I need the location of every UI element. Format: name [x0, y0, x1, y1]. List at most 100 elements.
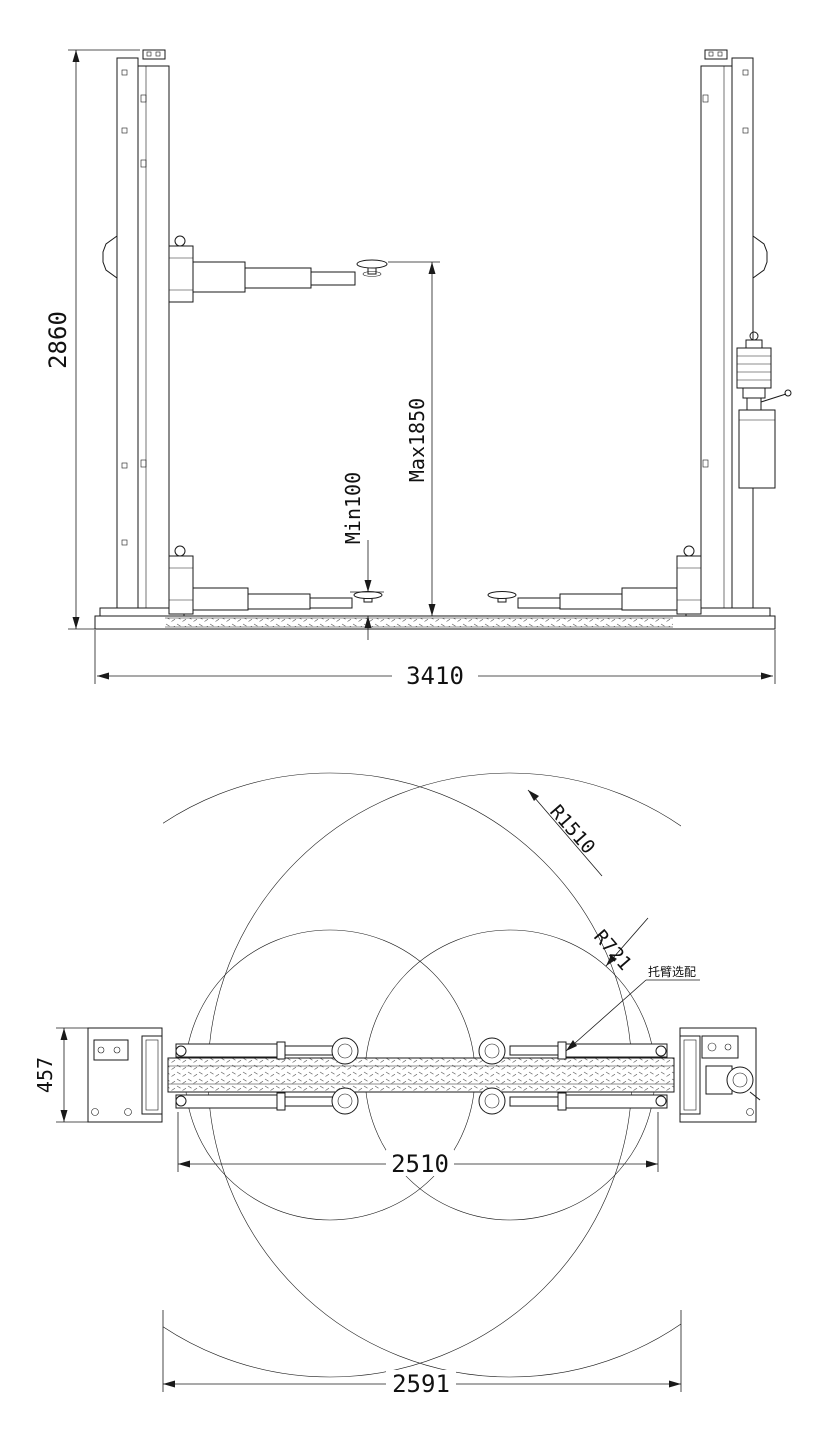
pad-base [362, 271, 382, 277]
power-unit [736, 331, 792, 489]
arrowhead [163, 1380, 175, 1388]
post-slot [742, 127, 749, 134]
plan-arm-bottom-right-ext [509, 1096, 563, 1107]
right-lift-pad [487, 591, 517, 599]
plan-arm-bottom-right [561, 1094, 668, 1109]
carriage-slot [140, 159, 147, 168]
dim-arm-reach-inner: R721 [589, 917, 649, 975]
control-box-plan [701, 1035, 739, 1059]
pump-coupling [742, 387, 766, 399]
dim-overall-height: 2860 [44, 49, 140, 630]
motor-top [745, 339, 763, 349]
left-arm-base [192, 587, 249, 611]
swivel-pad [331, 1087, 359, 1115]
swivel-pad-inner [484, 1093, 500, 1109]
dim-min-pad-height: Min100 [341, 472, 384, 640]
oil-tank [738, 409, 776, 489]
right-post-cap [704, 49, 728, 60]
radius-leader-line [527, 789, 603, 877]
bolt-hole [97, 1046, 105, 1054]
carriage-slot [702, 459, 709, 468]
arrowhead [566, 1040, 577, 1051]
left-post-plan [87, 1027, 163, 1123]
anchor-bolt [175, 1045, 187, 1057]
handle-knob [784, 389, 792, 397]
swivel-pad-inner [484, 1043, 500, 1059]
release-handle [760, 393, 787, 403]
anchor-bolt [655, 1045, 667, 1057]
bolt-hole [724, 1043, 732, 1051]
plan-arm-top-left [175, 1043, 282, 1058]
swivel-pad [331, 1037, 359, 1065]
plan-arm-bottom-left-ext [280, 1096, 334, 1107]
bolt-hole [124, 1108, 132, 1116]
lift-pad [356, 259, 388, 269]
right-post [685, 49, 771, 617]
cap-bolt [146, 51, 152, 57]
dim-min-pad-height-label: Min100 [341, 472, 365, 544]
arrowhead [72, 50, 80, 62]
dim-arm-reach-outer: R1510 [527, 789, 603, 877]
bolt-hole [91, 1108, 99, 1116]
arrowhead [97, 672, 109, 680]
right-post-plan [679, 1027, 761, 1123]
left-post-column [137, 65, 170, 617]
left-post-bracket [102, 235, 118, 279]
post-slot [742, 69, 749, 76]
arm-base-section [192, 261, 246, 293]
lower-right-carriage [676, 555, 702, 615]
bolt-hole [113, 1046, 121, 1054]
track-plate [167, 1057, 675, 1093]
left-lift-pad [353, 591, 383, 599]
plan-view: 457 2510 2591 R1510 [33, 772, 761, 1398]
swivel-pad-inner [337, 1093, 353, 1109]
carriage-slot [140, 94, 147, 103]
left-arm-end [309, 597, 353, 609]
dim-inner-span: 2510 [177, 1112, 659, 1178]
arrowhead [606, 955, 617, 966]
right-post-section [679, 1035, 701, 1115]
dim-overall-span-label: 2591 [392, 1370, 450, 1398]
arm-joint [557, 1092, 567, 1111]
arm-option-note: 托臂选配 [565, 965, 700, 1052]
bolt-hole [707, 1042, 717, 1052]
arrowhead [60, 1028, 68, 1040]
left-post-gearbox [93, 1039, 129, 1061]
arrowhead [364, 616, 372, 628]
swivel-pad [478, 1087, 506, 1115]
dim-max-lift-height: Max1850 [388, 261, 440, 616]
plan-arm-top-right-ext [509, 1045, 563, 1056]
right-arm-base [621, 587, 678, 611]
arrowhead [364, 580, 372, 592]
arrowhead [178, 1160, 190, 1168]
handle-plan [749, 1091, 761, 1101]
dim-max-lift-height-label: Max1850 [405, 398, 429, 482]
arrowhead [60, 1110, 68, 1122]
plan-arm-top-right [561, 1043, 668, 1058]
dim-inner-span-label: 2510 [391, 1150, 449, 1178]
carriage-hook [174, 545, 186, 557]
arrowhead [72, 617, 80, 629]
post-slot [121, 462, 128, 469]
front-elevation-view: 2860 3410 Max1850 Min100 [44, 49, 792, 690]
arm-joint [557, 1041, 567, 1060]
carriage-slot [140, 459, 147, 468]
motor-plan-inner [732, 1072, 748, 1088]
runway-track [167, 1037, 675, 1115]
right-post-bracket [752, 235, 768, 279]
bolt-hole [746, 1108, 754, 1116]
valve-block [746, 397, 762, 411]
arm-joint [276, 1041, 286, 1060]
carriage-hook [174, 235, 186, 247]
anchor-bolt [655, 1095, 667, 1107]
arrowhead [646, 1160, 658, 1168]
post-slot [121, 127, 128, 134]
post-slot [121, 69, 128, 76]
plan-arm-top-left-ext [280, 1045, 334, 1056]
upper-carriage [168, 245, 194, 303]
carriage-hook [683, 545, 695, 557]
dim-overall-width: 3410 [94, 630, 776, 690]
right-arm-end [517, 597, 561, 609]
